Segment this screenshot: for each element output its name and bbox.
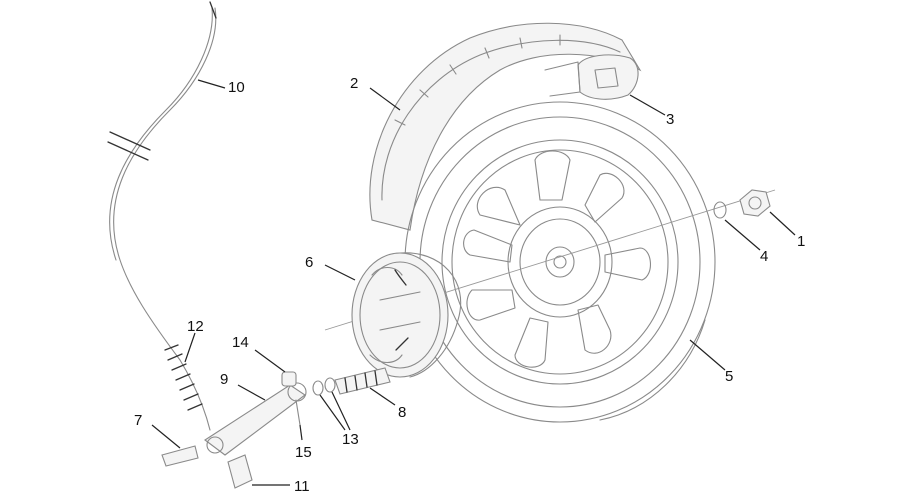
reflector-clip bbox=[544, 54, 639, 100]
callout-10: 10 bbox=[228, 79, 245, 96]
cable-spring bbox=[164, 344, 203, 411]
brake-lever bbox=[204, 371, 307, 456]
callout-11: 11 bbox=[294, 478, 310, 493]
pin bbox=[161, 445, 199, 467]
callout-3: 3 bbox=[666, 111, 674, 128]
callout-1: 1 bbox=[797, 233, 805, 250]
callout-15: 15 bbox=[295, 444, 312, 461]
callout-13: 13 bbox=[342, 431, 359, 448]
mudguard bbox=[369, 22, 642, 231]
callout-7: 7 bbox=[134, 412, 142, 429]
wheel bbox=[404, 101, 716, 423]
axle-nut bbox=[739, 189, 771, 217]
callout-6: 6 bbox=[305, 254, 313, 271]
brake-cable bbox=[107, 1, 217, 431]
leader-lines bbox=[151, 79, 796, 486]
callout-9: 9 bbox=[220, 371, 228, 388]
callout-12: 12 bbox=[187, 318, 204, 335]
callout-labels: 1 2 3 4 5 6 7 8 9 10 11 12 13 14 15 bbox=[134, 75, 805, 493]
bolt bbox=[227, 454, 253, 489]
callout-5: 5 bbox=[725, 368, 733, 385]
callout-8: 8 bbox=[398, 404, 406, 421]
axle-washer bbox=[713, 201, 727, 219]
washers bbox=[312, 377, 336, 396]
callout-4: 4 bbox=[760, 248, 768, 265]
callout-2: 2 bbox=[350, 75, 358, 92]
brake-cam bbox=[334, 367, 391, 395]
callout-14: 14 bbox=[232, 334, 249, 351]
brake-shoes bbox=[351, 252, 462, 378]
